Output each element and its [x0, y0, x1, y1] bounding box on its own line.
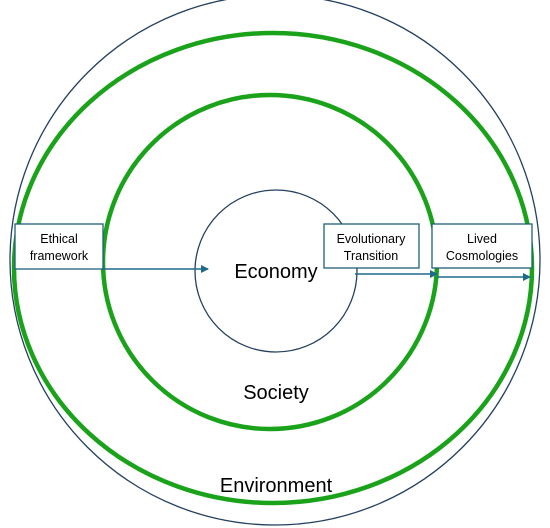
evolutionary-transition-line2: Transition — [344, 249, 398, 263]
ethical-framework-line2: framework — [30, 249, 89, 263]
evolutionary-transition-box: Evolutionary Transition — [323, 223, 420, 269]
ethical-framework-box: Ethical framework — [14, 223, 104, 270]
lived-cosmologies-line1: Lived — [467, 232, 497, 246]
evolutionary-transition-line1: Evolutionary — [337, 232, 407, 246]
society-label: Society — [243, 382, 309, 404]
lived-cosmologies-box: Lived Cosmologies — [431, 223, 533, 269]
economy-ring — [194, 189, 358, 353]
outer-thin-circle — [9, 0, 541, 526]
ethical-framework-line1: Ethical — [40, 232, 78, 246]
lived-cosmologies-line2: Cosmologies — [446, 249, 518, 263]
environment-label: Environment — [220, 475, 333, 497]
economy-label: Economy — [234, 261, 317, 283]
